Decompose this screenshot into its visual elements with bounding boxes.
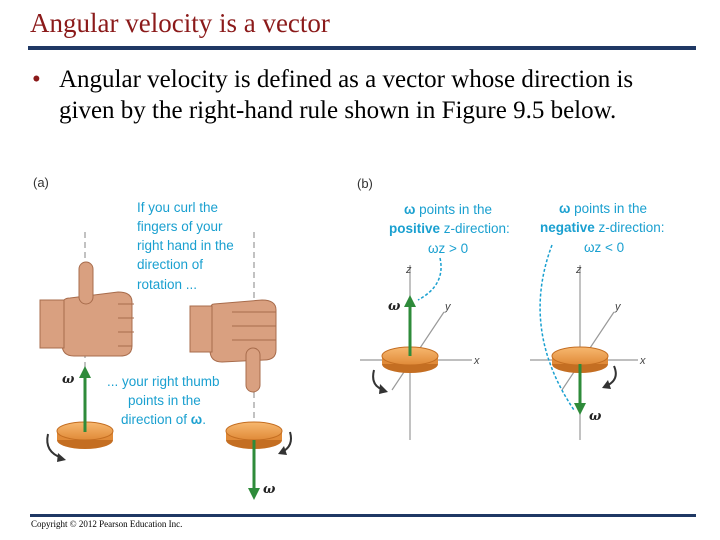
rotation-arrow-left-head [57, 453, 66, 462]
right-rotating-disk [225, 421, 283, 449]
omega-label-left: ω [62, 372, 75, 387]
panel-a-label: (a) [33, 175, 49, 190]
thumb-caption: ... your right thumb points in the direc… [107, 374, 223, 427]
thumbs-up-hand-icon [39, 261, 134, 357]
omega-vector-up-head [79, 366, 91, 378]
omega-vector-negative-head [574, 403, 586, 415]
bullet-marker: • [32, 66, 41, 93]
omega-label-right: ω [263, 482, 276, 497]
y-axis-label-positive: y [444, 301, 452, 313]
negative-caption: ω points in the negative z-direction: ωz… [540, 201, 668, 255]
bullet-point: • Angular velocity is defined as a vecto… [32, 64, 682, 126]
rotation-arrow-positive-head [379, 384, 388, 394]
positive-pointer [417, 257, 442, 301]
curl-caption: If you curl the fingers of your right ha… [137, 200, 238, 292]
positive-caption: ω points in the positive z-direction: ωz… [389, 202, 514, 256]
z-axis-label-negative: z [575, 264, 582, 276]
copyright-notice: Copyright © 2012 Pearson Education Inc. [31, 519, 183, 529]
rotation-arrow-negative-head [602, 380, 611, 389]
rotation-arrow-right-head [278, 446, 287, 455]
omega-vector-down-head [248, 488, 260, 500]
omega-label-positive: ω [388, 299, 401, 314]
title-divider [28, 46, 696, 50]
x-axis-label-positive: x [473, 355, 480, 367]
omega-vector-positive-head [404, 295, 416, 307]
slide-title: Angular velocity is a vector [30, 8, 330, 38]
panel-b-label: (b) [357, 176, 373, 191]
omega-label-negative: ω [589, 409, 602, 424]
negative-pointer [539, 244, 575, 411]
thumbs-down-hand-icon [189, 299, 277, 393]
y-axis-label-negative: y [614, 301, 622, 313]
z-axis-label-positive: z [405, 264, 412, 276]
bullet-text: Angular velocity is defined as a vector … [59, 66, 634, 124]
x-axis-label-negative: x [639, 355, 646, 367]
footer-divider [30, 514, 696, 517]
